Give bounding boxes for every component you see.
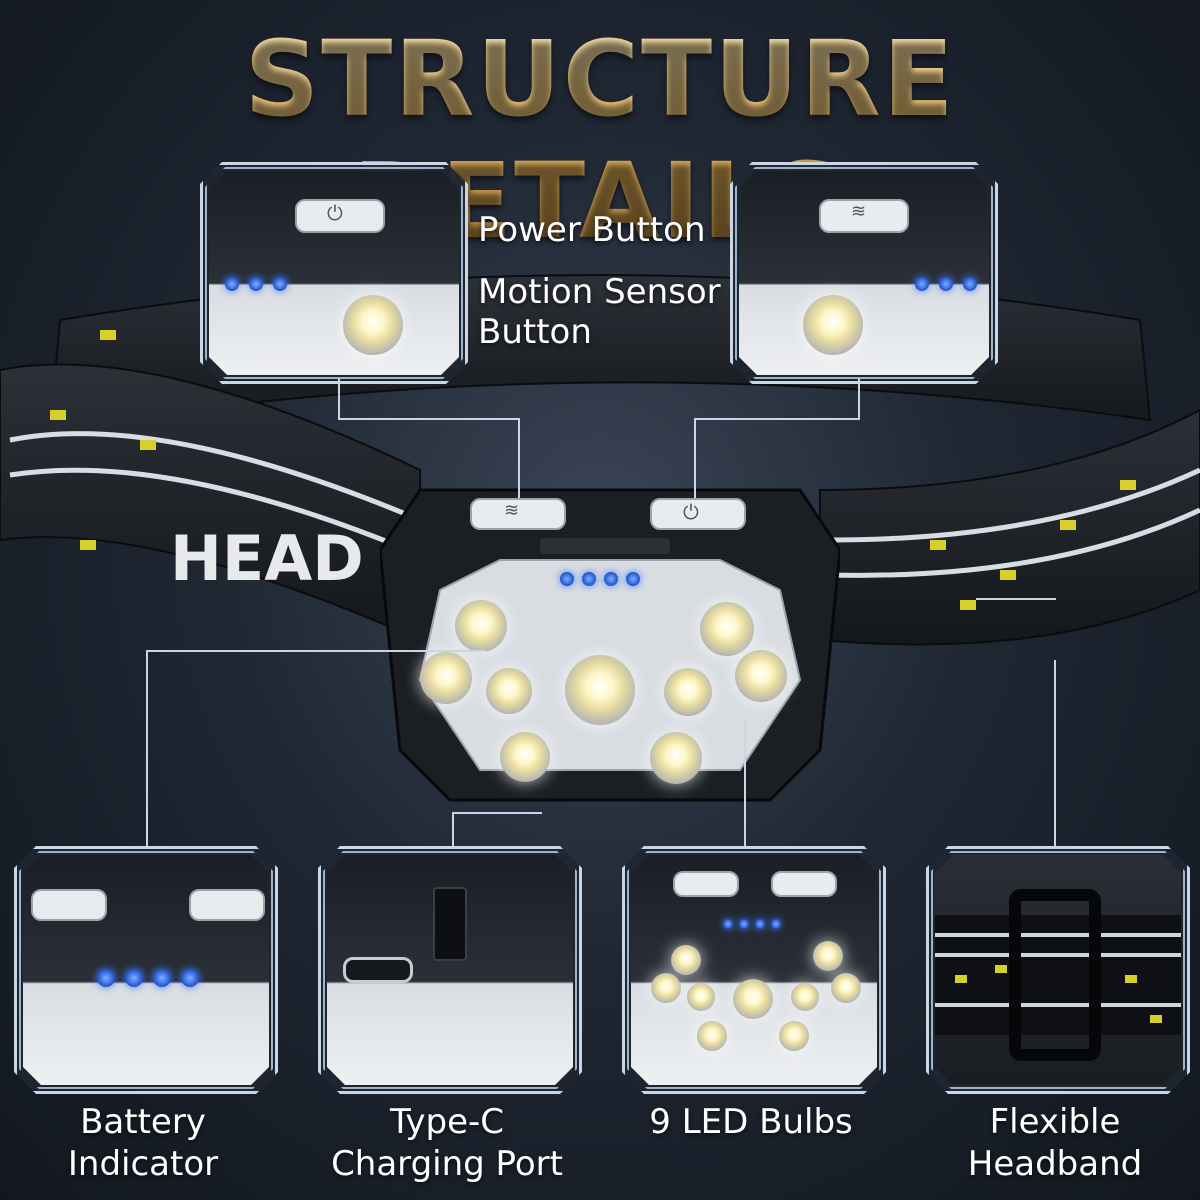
connector-line <box>744 720 746 846</box>
headband-label-line2: Headband <box>967 1144 1143 1184</box>
wave-icon: ≋ <box>851 201 867 222</box>
battery-indicator-label-line2: Indicator <box>67 1144 219 1184</box>
power-button[interactable] <box>650 498 746 530</box>
battery-led <box>771 919 781 929</box>
led-bulb <box>700 602 754 656</box>
led-bulb <box>803 295 863 355</box>
callout-frame-typec <box>318 846 582 1094</box>
connector-line <box>452 812 454 846</box>
callout-frame-bulbs <box>622 846 886 1094</box>
battery-led <box>739 919 749 929</box>
motion-button-zoom <box>819 199 909 233</box>
motion-sensor-label-line2: Button <box>478 312 592 352</box>
led-bulb <box>455 600 507 652</box>
led-bulb <box>486 668 532 714</box>
led-bulb <box>813 941 843 971</box>
battery-indicator-label-line1: Battery <box>80 1102 206 1142</box>
power-button-zoom <box>771 871 837 897</box>
usb-c-icon <box>433 887 467 961</box>
led-bulb <box>650 732 702 784</box>
wave-icon: ≋ <box>504 500 520 521</box>
connector-line <box>452 812 542 814</box>
power-icon: ⏻ <box>683 500 699 524</box>
led-bulb-center <box>565 655 635 725</box>
led-bulb <box>697 1021 727 1051</box>
battery-led <box>939 277 953 291</box>
connector-line <box>976 598 1056 600</box>
bulbs-label: 9 LED Bulbs <box>649 1102 853 1142</box>
connector-line <box>694 418 696 498</box>
connector-line <box>518 418 520 498</box>
battery-led <box>915 277 929 291</box>
callout-frame-power: ⏻ <box>200 162 468 384</box>
led-bulb <box>735 650 787 702</box>
headlamp-body <box>378 470 842 810</box>
battery-led-1 <box>560 572 574 586</box>
led-bulb <box>651 973 681 1003</box>
led-bulb <box>343 295 403 355</box>
battery-led-2 <box>582 572 596 586</box>
battery-led <box>755 919 765 929</box>
led-bulb <box>779 1021 809 1051</box>
battery-led <box>225 277 239 291</box>
battery-led <box>97 969 115 987</box>
led-bulb-center <box>733 979 773 1019</box>
power-icon: ⏻ <box>327 201 343 225</box>
power-button-zoom <box>295 199 385 233</box>
connector-line <box>694 418 860 420</box>
power-button-zoom <box>189 889 265 921</box>
battery-led-3 <box>604 572 618 586</box>
led-bulb <box>671 945 701 975</box>
led-bulb <box>687 983 715 1011</box>
battery-led <box>723 919 733 929</box>
connector-line <box>146 650 486 652</box>
headband-buckle <box>935 855 1181 1085</box>
battery-led <box>273 277 287 291</box>
battery-led-4 <box>626 572 640 586</box>
connector-line <box>146 650 148 846</box>
led-bulb <box>831 973 861 1003</box>
connector-line <box>1054 660 1056 846</box>
callout-frame-motion: ≋ <box>730 162 998 384</box>
wave-button[interactable] <box>470 498 566 530</box>
led-bulb <box>500 732 550 782</box>
callout-frame-battery <box>14 846 278 1094</box>
connector-line <box>338 418 520 420</box>
led-bulb <box>664 668 712 716</box>
led-bulb <box>420 652 472 704</box>
motion-sensor-label-line1: Motion Sensor <box>478 272 721 312</box>
battery-led <box>249 277 263 291</box>
wave-button-zoom <box>673 871 739 897</box>
led-bulb <box>791 983 819 1011</box>
battery-led <box>963 277 977 291</box>
battery-led <box>125 969 143 987</box>
power-button-label: Power Button <box>478 210 706 250</box>
strap-text: HEAD <box>170 522 364 595</box>
battery-led <box>181 969 199 987</box>
charging-port <box>343 957 413 983</box>
typec-label-line1: Type-C <box>389 1102 505 1142</box>
callout-frame-headband <box>926 846 1190 1094</box>
battery-led <box>153 969 171 987</box>
typec-label-line2: Charging Port <box>331 1144 563 1184</box>
wave-button-zoom <box>31 889 107 921</box>
connector-line <box>858 378 860 418</box>
connector-line <box>338 378 340 418</box>
headband-label-line1: Flexible <box>989 1102 1121 1142</box>
